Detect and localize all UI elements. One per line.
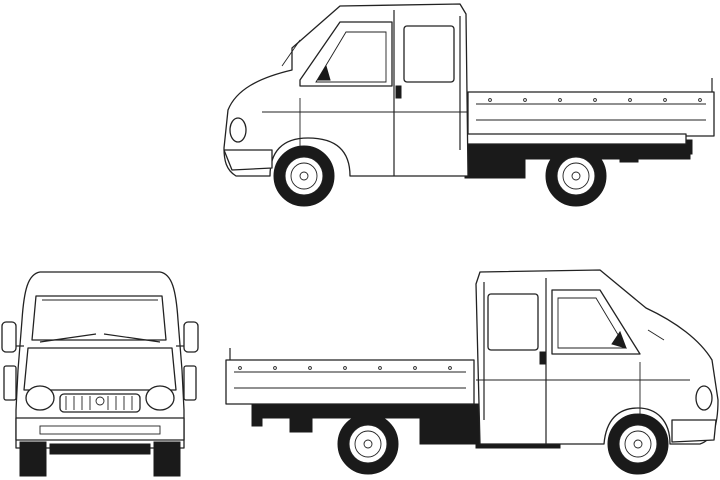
rear-wheel-top (545, 145, 607, 207)
front-wheel-top (273, 145, 335, 207)
rear-wheel-bottom (337, 413, 399, 475)
cab-top (223, 3, 469, 177)
cargo-bed-bottom (225, 348, 475, 405)
front-body (15, 271, 185, 477)
cab-bottom (475, 269, 719, 445)
mirrors-front (1, 321, 199, 401)
cargo-bed-top (465, 78, 715, 145)
front-wheel-bottom (607, 413, 669, 475)
